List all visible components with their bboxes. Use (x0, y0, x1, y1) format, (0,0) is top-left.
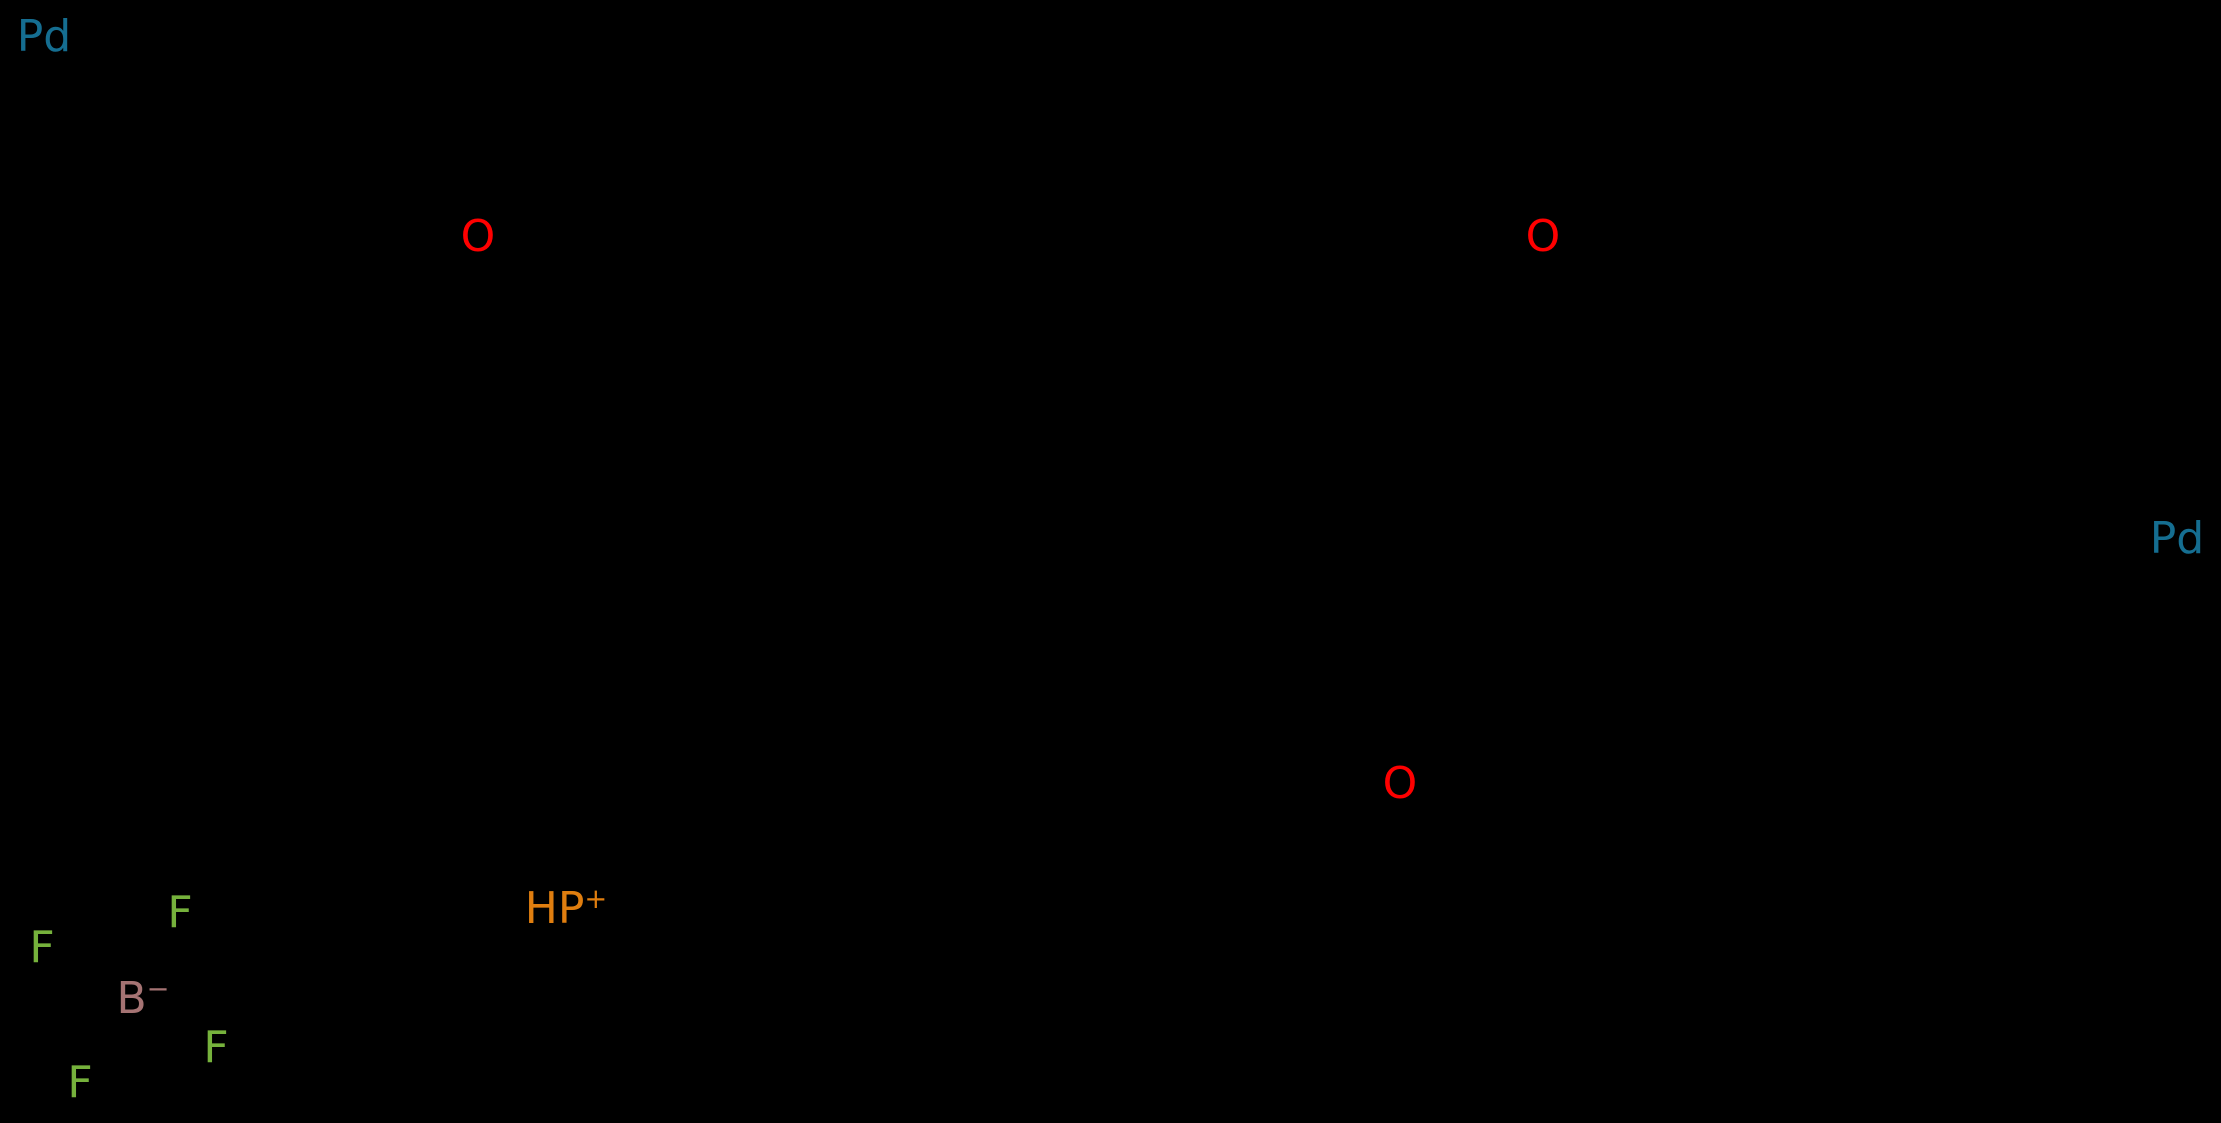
fluorine-bottom-label: F (67, 1061, 92, 1105)
oxygen-middle-label: O (1383, 762, 1418, 806)
oxygen-top-left-label: O (461, 215, 496, 259)
phosphonium-cation-label: HP+ (525, 884, 608, 931)
atom-symbol: F (29, 922, 55, 973)
atom-symbol: Pd (2149, 513, 2205, 564)
charge-minus: − (146, 974, 170, 1005)
atom-symbol: F (67, 1057, 93, 1108)
borate-anion-label: B− (116, 974, 170, 1021)
fluorine-left-label: F (29, 926, 54, 970)
charge-plus: + (584, 884, 608, 915)
atom-symbol: O (460, 211, 496, 262)
palladium-right-label: Pd (2150, 517, 2204, 561)
atom-symbol: Pd (16, 11, 72, 62)
fluorine-right-label: F (203, 1026, 228, 1070)
atom-symbol: B (116, 973, 147, 1024)
fluorine-top-label: F (167, 891, 192, 935)
atom-symbol: HP (524, 883, 585, 934)
atom-symbol: F (167, 887, 193, 938)
palladium-left-label: Pd (17, 15, 71, 59)
atom-symbol: F (203, 1022, 229, 1073)
atom-symbol: O (1525, 211, 1561, 262)
atom-symbol: O (1382, 758, 1418, 809)
oxygen-top-right-label: O (1526, 215, 1561, 259)
